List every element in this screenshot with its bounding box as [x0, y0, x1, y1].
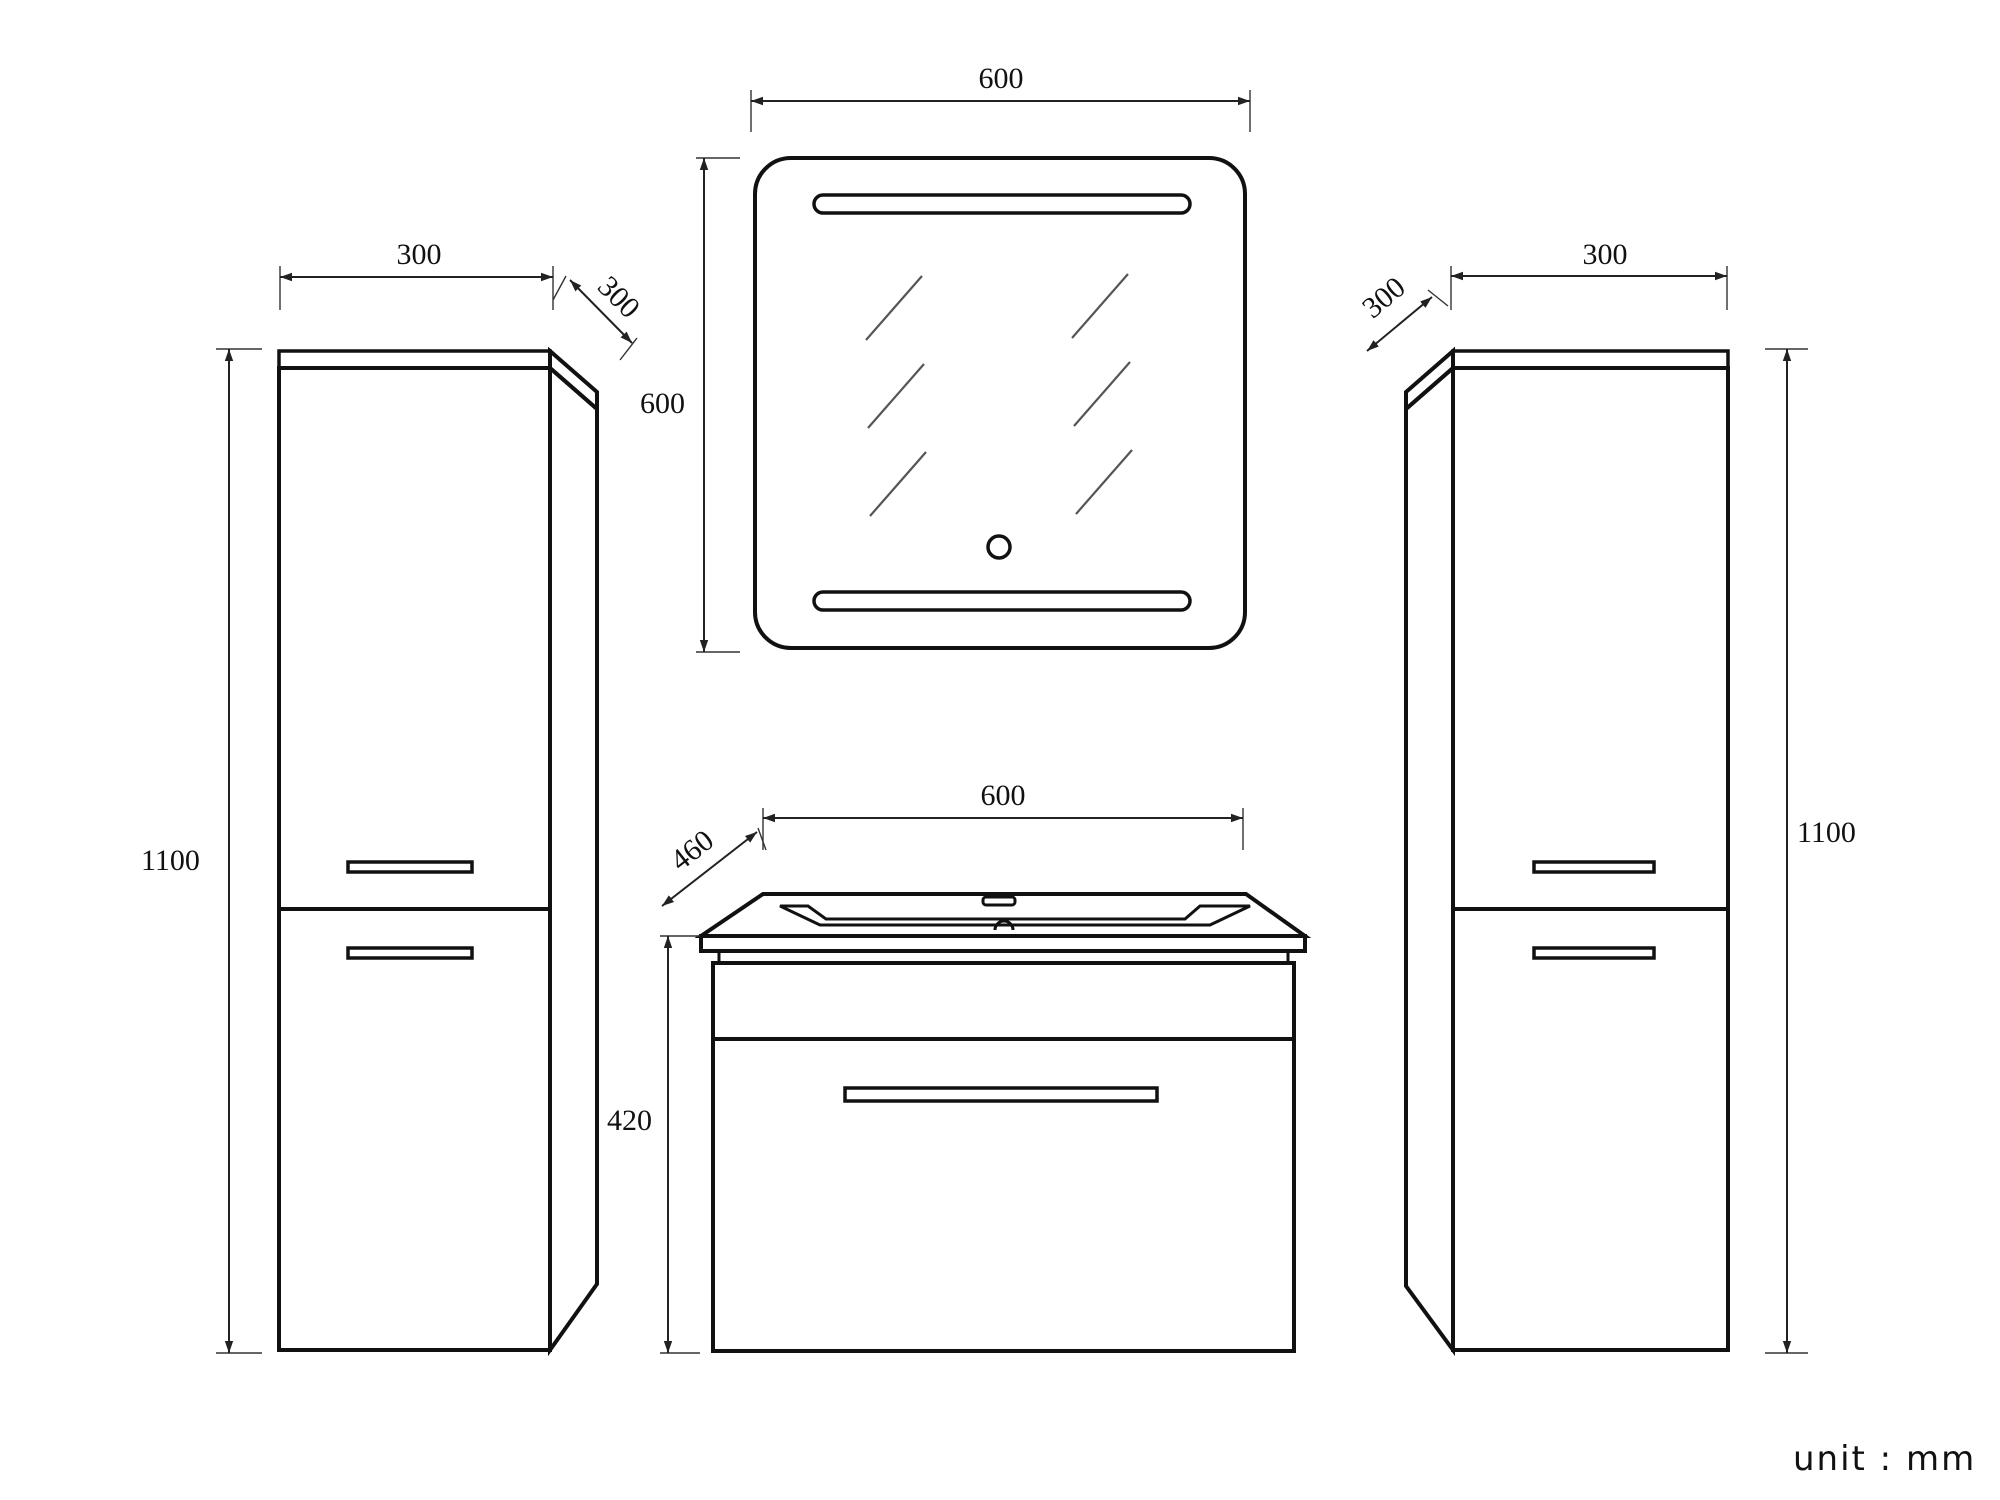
mirror-led-strip-top — [812, 193, 1192, 215]
led-mirror — [753, 156, 1247, 650]
left-tall-cabinet — [277, 346, 599, 1357]
unit-label: unit : mm — [1793, 1439, 1976, 1479]
mirror-height-dimension: 600 — [640, 157, 740, 653]
vanity-drain-icon — [993, 919, 1015, 931]
left-cabinet-lower-handle — [346, 946, 474, 960]
vanity-height-label: 420 — [607, 1104, 652, 1137]
left-cabinet-upper-handle — [346, 860, 474, 874]
vanity-drawer-handle — [843, 1086, 1159, 1103]
right-cabinet-height-label: 1100 — [1797, 816, 1856, 849]
vanity-width-label: 600 — [981, 779, 1026, 812]
right-cabinet-depth-dimension: 300 — [1356, 271, 1449, 352]
vanity-depth-dimension: 460 — [661, 824, 767, 907]
left-cabinet-width-label: 300 — [397, 238, 442, 271]
right-cabinet-depth-label: 300 — [1356, 271, 1412, 325]
vanity-faucet-hole-icon — [981, 895, 1017, 907]
mirror-touch-switch-icon — [986, 534, 1012, 560]
vanity-height-dimension: 420 — [607, 935, 700, 1354]
left-cabinet-height-dimension: 1100 — [141, 348, 262, 1354]
left-cabinet-height-label: 1100 — [141, 844, 200, 877]
mirror-glass-reflection-lines — [865, 273, 1133, 517]
left-cabinet-depth-label: 300 — [591, 270, 646, 325]
right-cabinet-width-dimension: 300 — [1450, 238, 1728, 310]
vanity-depth-label: 460 — [664, 824, 720, 878]
vanity-width-dimension: 600 — [762, 779, 1244, 850]
right-cabinet-height-dimension: 1100 — [1765, 348, 1856, 1354]
mirror-led-strip-bottom — [812, 590, 1192, 612]
right-tall-cabinet — [1404, 346, 1730, 1357]
mirror-width-label: 600 — [979, 62, 1024, 95]
left-cabinet-depth-dimension: 300 — [552, 270, 646, 361]
right-cabinet-upper-handle — [1532, 860, 1656, 874]
right-cabinet-width-label: 300 — [1583, 238, 1628, 271]
left-cabinet-width-dimension: 300 — [279, 238, 554, 310]
vanity-unit — [694, 892, 1312, 1353]
right-cabinet-lower-handle — [1532, 946, 1656, 960]
mirror-width-dimension: 600 — [750, 62, 1251, 132]
mirror-height-label: 600 — [640, 387, 685, 420]
